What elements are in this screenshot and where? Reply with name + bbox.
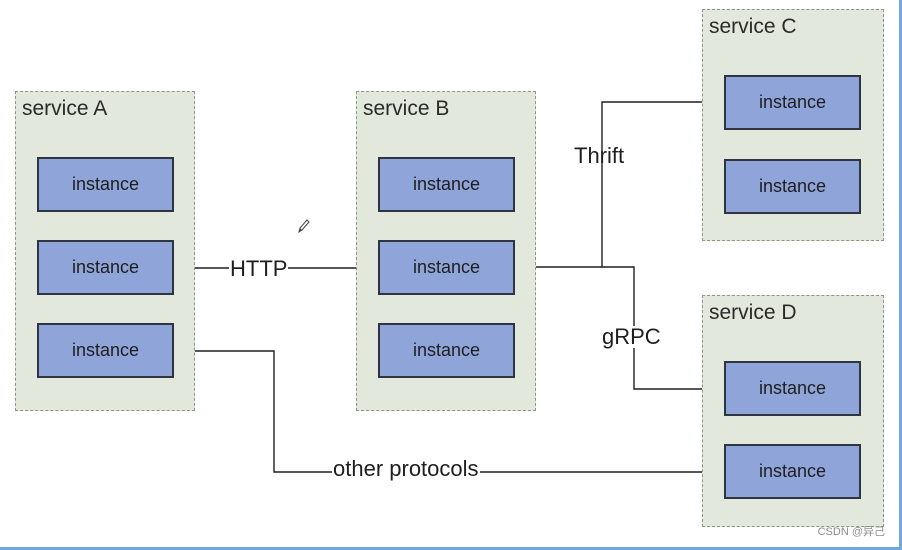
service-a-title: service A — [22, 97, 108, 120]
grpc-label: gRPC — [601, 324, 662, 349]
other-protocols-label: other protocols — [332, 456, 480, 481]
service-a-instance-2: instance — [37, 240, 174, 295]
service-c-instance-2: instance — [724, 159, 861, 214]
service-d-instance-2: instance — [724, 444, 861, 499]
http-label: HTTP — [229, 256, 289, 281]
service-c-title: service C — [709, 15, 797, 38]
service-a-instance-3: instance — [37, 323, 174, 378]
thrift-label: Thrift — [574, 143, 625, 168]
service-b-title: service B — [363, 97, 450, 120]
service-d-instance-1: instance — [724, 361, 861, 416]
pencil-icon — [297, 218, 311, 239]
service-b-instance-3: instance — [378, 323, 515, 378]
service-b-instance-1: instance — [378, 157, 515, 212]
thrift-connector — [516, 98, 724, 268]
watermark: CSDN @异己 — [817, 526, 885, 538]
service-d-title: service D — [709, 301, 797, 324]
service-c-instance-1: instance — [724, 75, 861, 130]
service-a-instance-1: instance — [37, 157, 174, 212]
service-b-instance-2: instance — [378, 240, 515, 295]
other-protocols-connector — [174, 350, 724, 476]
